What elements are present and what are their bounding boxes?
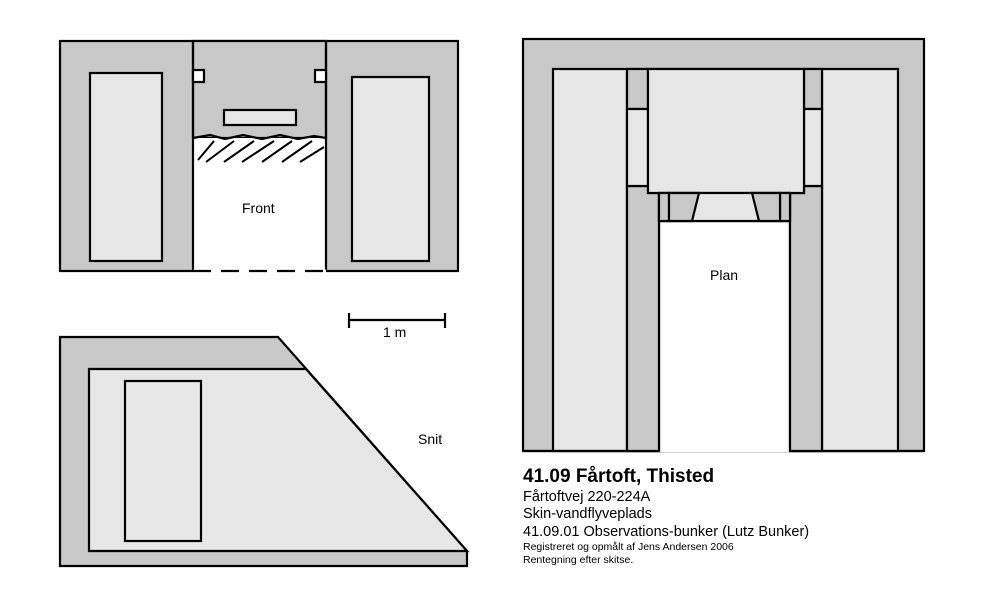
site-line: Skin-vandflyveplads (523, 506, 652, 523)
address-line: Fårtoftvej 220-224A (523, 488, 651, 505)
title-block: 41.09 Fårtoft, Thisted Fårtoftvej 220-22… (523, 466, 809, 566)
drawing-title: 41.09 Fårtoft, Thisted (523, 466, 715, 487)
front-view (58, 39, 460, 273)
scale-label: 1 m (383, 324, 407, 340)
object-line: 41.09.01 Observations-bunker (Lutz Bunke… (523, 523, 810, 540)
section-label: Snit (418, 431, 443, 447)
plan-label: Plan (710, 267, 739, 283)
section-view (58, 335, 470, 568)
plan-view (521, 37, 926, 453)
survey-credit-line: Registreret og opmålt af Jens Andersen 2… (523, 540, 734, 553)
front-label: Front (242, 200, 275, 216)
redraw-note-line: Rentegning efter skitse. (523, 553, 634, 566)
scale-bar (347, 313, 447, 328)
